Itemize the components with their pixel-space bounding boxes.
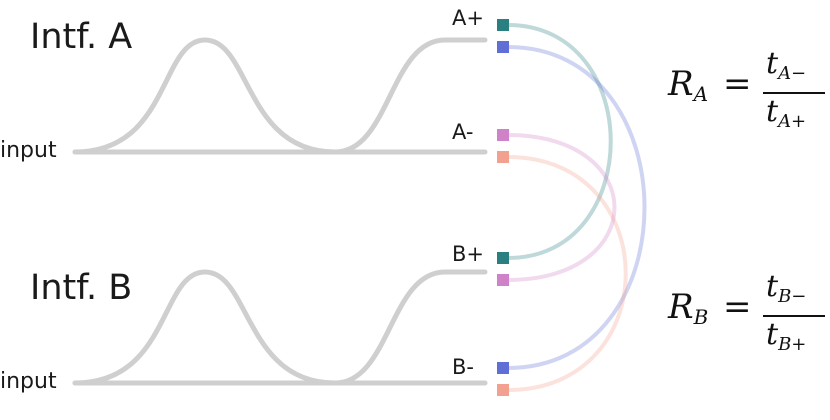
formula-a-lhs: RA (668, 64, 709, 106)
formula-a-numerator: tA− (766, 46, 807, 84)
waveguide-a-upper-arm (332, 37, 488, 155)
port-a-plus-teal-marker (497, 19, 509, 31)
port-b-minus-salmon-marker (497, 384, 509, 396)
port-a-plus-label: A+ (452, 6, 484, 30)
waveguide-a-lobe (72, 37, 338, 155)
waveguide-b-upper-arm (332, 269, 488, 386)
formula-a-denominator: tA+ (766, 94, 807, 132)
port-b-plus-label: B+ (452, 242, 485, 266)
port-a-plus-blue-marker (497, 41, 509, 53)
port-b-plus-teal-marker (497, 252, 509, 264)
port-b-minus-label: B- (452, 355, 474, 379)
interferometer-b-title: Intf. B (30, 268, 133, 308)
formula-b-fraction-bar (763, 315, 825, 317)
port-a-minus-label: A- (452, 120, 474, 144)
port-b-plus-pink-marker (497, 274, 509, 286)
connection-a-minus-to-b-plus (507, 133, 617, 282)
waveguide-b-lobe (72, 269, 338, 386)
interferometer-a-input-label: input (0, 138, 57, 163)
formula-b-numerator: tB− (766, 269, 807, 307)
connection-a-minus-to-b-minus (507, 155, 628, 392)
formula-a-equals: = (723, 64, 752, 104)
formula-b-lhs: RB (668, 287, 709, 329)
formula-ratio-a: RA = tA− tA+ (668, 46, 828, 142)
port-a-minus-pink-marker (497, 129, 509, 141)
formula-a-fraction-bar (763, 92, 825, 94)
port-b-minus-blue-marker (497, 362, 509, 374)
port-a-minus-salmon-marker (497, 151, 509, 163)
connection-a-plus-to-b-plus (507, 23, 613, 260)
interferometer-b-input-label: input (0, 369, 57, 394)
formula-ratio-b: RB = tB− tB+ (668, 269, 828, 365)
formula-b-equals: = (723, 287, 752, 327)
formula-b-denominator: tB+ (766, 317, 807, 355)
connection-a-plus-to-b-minus (507, 45, 647, 370)
interferometer-a-title: Intf. A (30, 17, 133, 57)
